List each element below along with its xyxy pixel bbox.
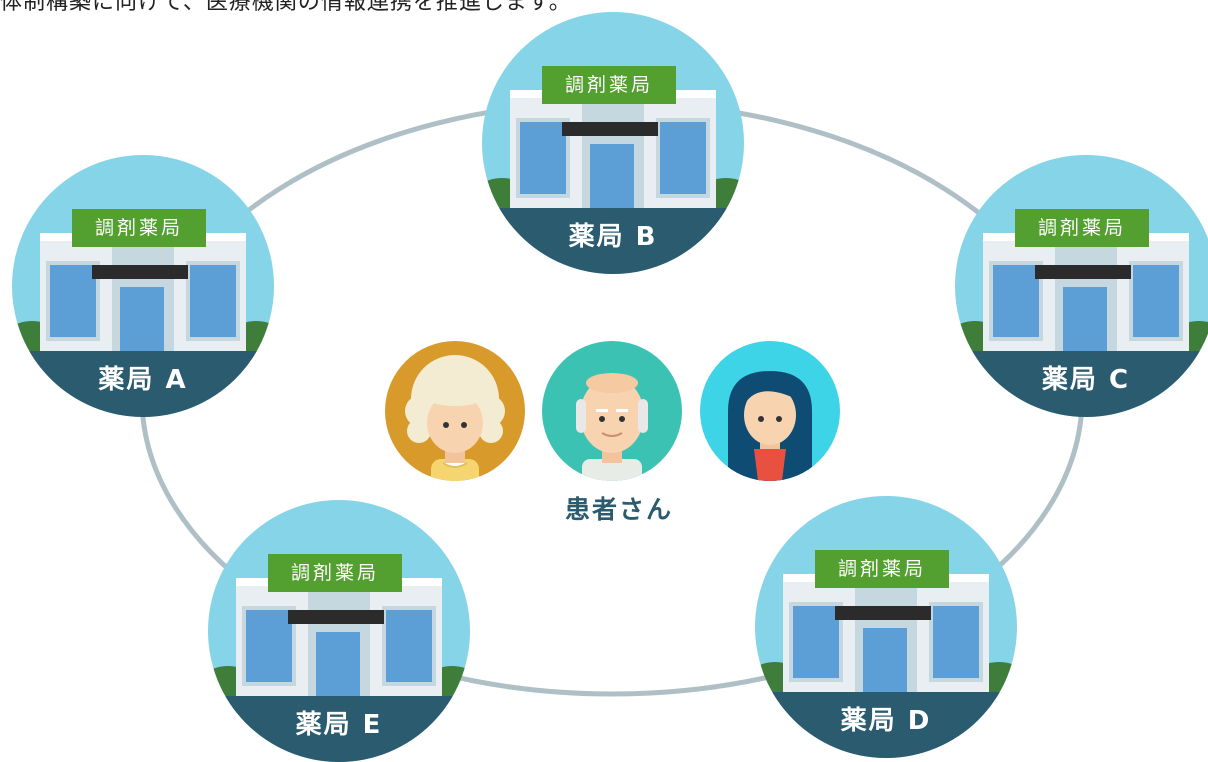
pharmacy-name: 薬局 A bbox=[12, 351, 274, 417]
pharmacy-sign: 調剤薬局 bbox=[1015, 209, 1149, 247]
elderly-woman-icon bbox=[385, 341, 525, 481]
pharmacy-b: 調剤薬局 薬局 B bbox=[482, 12, 744, 274]
pharmacy-d: 調剤薬局 薬局 D bbox=[755, 496, 1017, 758]
patients-label: 患者さん bbox=[564, 495, 673, 524]
pharmacy-name: 薬局 B bbox=[482, 208, 744, 274]
pharmacy-c: 調剤薬局 薬局 C bbox=[955, 155, 1208, 417]
pharmacy-name: 薬局 C bbox=[955, 351, 1208, 417]
pharmacy-sign: 調剤薬局 bbox=[815, 550, 949, 588]
pharmacy-sign: 調剤薬局 bbox=[72, 209, 206, 247]
elderly-man-icon bbox=[542, 341, 682, 481]
pharmacy-name: 薬局 E bbox=[208, 696, 470, 762]
pharmacy-sign: 調剤薬局 bbox=[268, 554, 402, 592]
pharmacy-e: 調剤薬局 薬局 E bbox=[208, 500, 470, 762]
intro-text: 体制構築に向けて、医療機関の情報連携を推進します。 bbox=[0, 0, 572, 15]
pharmacy-name: 薬局 D bbox=[755, 692, 1017, 758]
pharmacy-a: 調剤薬局 薬局 A bbox=[12, 155, 274, 417]
young-woman-icon bbox=[700, 341, 840, 481]
pharmacy-sign: 調剤薬局 bbox=[542, 66, 676, 104]
pharmacy-building-icon bbox=[755, 574, 1017, 710]
pharmacy-building-icon bbox=[12, 233, 274, 369]
